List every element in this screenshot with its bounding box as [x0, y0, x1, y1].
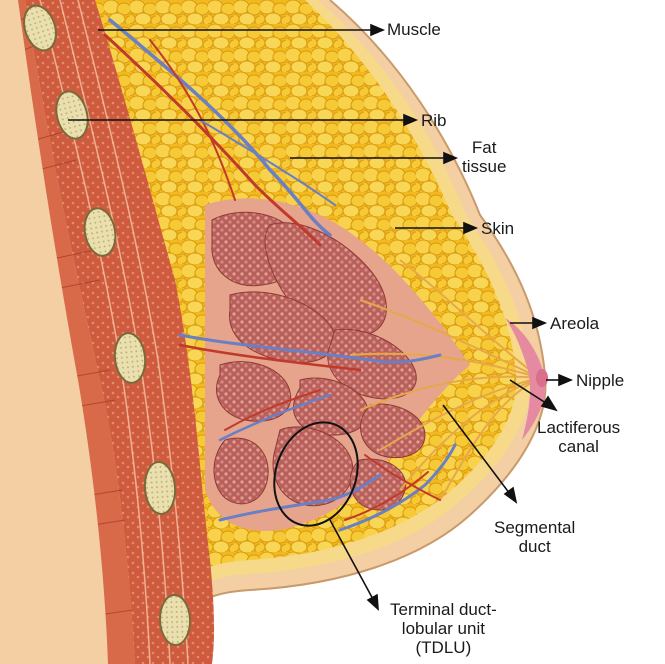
label-rib: Rib: [421, 111, 447, 130]
label-lactiferous-canal: Lactiferous canal: [537, 418, 620, 456]
label-segmental-duct: Segmental duct: [494, 518, 575, 556]
nipple: [536, 369, 548, 387]
label-tdlu: Terminal duct- lobular unit (TDLU): [390, 600, 497, 657]
label-fat-tissue: Fat tissue: [462, 138, 506, 176]
label-muscle: Muscle: [387, 20, 441, 39]
label-areola: Areola: [550, 314, 599, 333]
label-nipple: Nipple: [576, 371, 624, 390]
label-skin: Skin: [481, 219, 514, 238]
